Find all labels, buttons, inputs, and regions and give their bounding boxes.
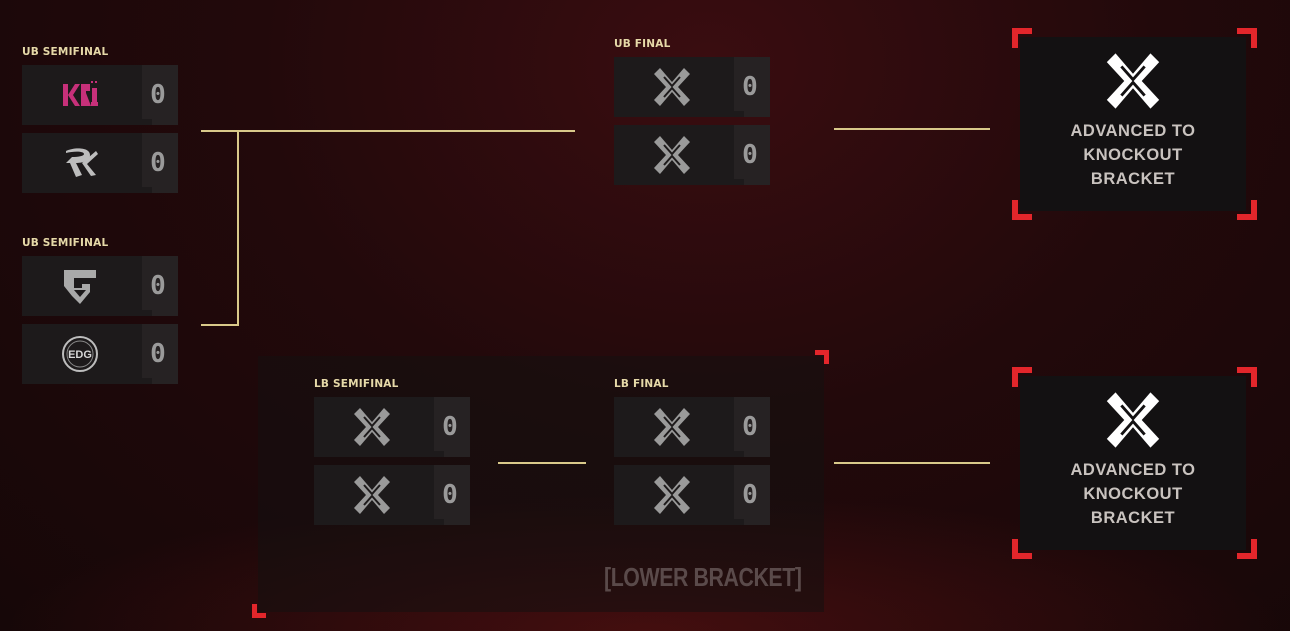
team-logo [614, 125, 730, 185]
team-logo [314, 397, 430, 457]
box-corner-bottom-right [1237, 539, 1257, 559]
vct-placeholder-icon [354, 408, 390, 446]
match-label-lb-semifinal: LB SEMIFINAL [314, 378, 399, 390]
team-score: 0 [430, 465, 470, 525]
team-row[interactable]: 0 [22, 133, 178, 193]
connector-lb-sf-out [498, 462, 586, 464]
team-logo [22, 133, 138, 193]
team-row[interactable]: 0 [314, 397, 470, 457]
gen-g-logo-icon [64, 270, 96, 304]
team-logo [22, 65, 138, 125]
vct-placeholder-icon [354, 476, 390, 514]
lower-bracket-title: [LOWER BRACKET] [604, 562, 802, 592]
vct-placeholder-icon [654, 68, 690, 106]
team-logo [22, 256, 138, 316]
team-score: 0 [730, 125, 770, 185]
svg-text:EDG: EDG [68, 349, 92, 361]
paper-rex-logo-icon [66, 148, 98, 177]
team-row[interactable]: 0 [22, 256, 178, 316]
team-score: 0 [138, 324, 178, 384]
match-label-ub-semifinal-2: UB SEMIFINAL [22, 237, 109, 249]
box-corner-bottom-left [1012, 539, 1032, 559]
vct-placeholder-icon [654, 476, 690, 514]
team-score: 0 [730, 465, 770, 525]
advanced-text: ADVANCED TO KNOCKOUT BRACKET [1070, 122, 1196, 188]
panel-corner-top-right [815, 350, 829, 364]
vct-logo-icon [1106, 53, 1160, 109]
team-score: 0 [138, 256, 178, 316]
match-label-ub-final: UB FINAL [614, 38, 671, 50]
vct-placeholder-icon [654, 136, 690, 174]
team-score: 0 [430, 397, 470, 457]
connector-lb-final-out [834, 462, 990, 464]
team-row[interactable]: 0 [614, 125, 770, 185]
team-row[interactable]: 0 [22, 65, 178, 125]
edg-logo-icon: EDG [62, 336, 98, 372]
box-corner-top-left [1012, 367, 1032, 387]
team-row[interactable]: 0 [614, 57, 770, 117]
advanced-box-lower: ADVANCED TO KNOCKOUT BRACKET [1020, 376, 1246, 550]
team-logo [614, 465, 730, 525]
advanced-text: ADVANCED TO KNOCKOUT BRACKET [1070, 461, 1196, 527]
box-corner-top-left [1012, 28, 1032, 48]
box-corner-top-right [1237, 28, 1257, 48]
connector-ub-vertical [237, 130, 239, 326]
kru-logo-icon [63, 81, 98, 106]
connector-ub-sf2 [201, 324, 239, 326]
team-row[interactable]: 0 [614, 397, 770, 457]
team-row[interactable]: EDG 0 [22, 324, 178, 384]
team-row[interactable]: 0 [614, 465, 770, 525]
team-logo [614, 397, 730, 457]
match-label-lb-final: LB FINAL [614, 378, 669, 390]
box-corner-bottom-left [1012, 200, 1032, 220]
panel-corner-bottom-left [252, 604, 266, 618]
vct-placeholder-icon [654, 408, 690, 446]
team-score: 0 [138, 65, 178, 125]
connector-ub-sf1 [201, 130, 575, 132]
match-label-ub-semifinal-1: UB SEMIFINAL [22, 46, 109, 58]
box-corner-bottom-right [1237, 200, 1257, 220]
team-row[interactable]: 0 [314, 465, 470, 525]
team-score: 0 [138, 133, 178, 193]
box-corner-top-right [1237, 367, 1257, 387]
team-logo [614, 57, 730, 117]
connector-ub-final-out [834, 128, 990, 130]
team-logo: EDG [22, 324, 138, 384]
team-score: 0 [730, 397, 770, 457]
team-score: 0 [730, 57, 770, 117]
advanced-box-upper: ADVANCED TO KNOCKOUT BRACKET [1020, 37, 1246, 211]
team-logo [314, 465, 430, 525]
vct-logo-icon [1106, 392, 1160, 448]
